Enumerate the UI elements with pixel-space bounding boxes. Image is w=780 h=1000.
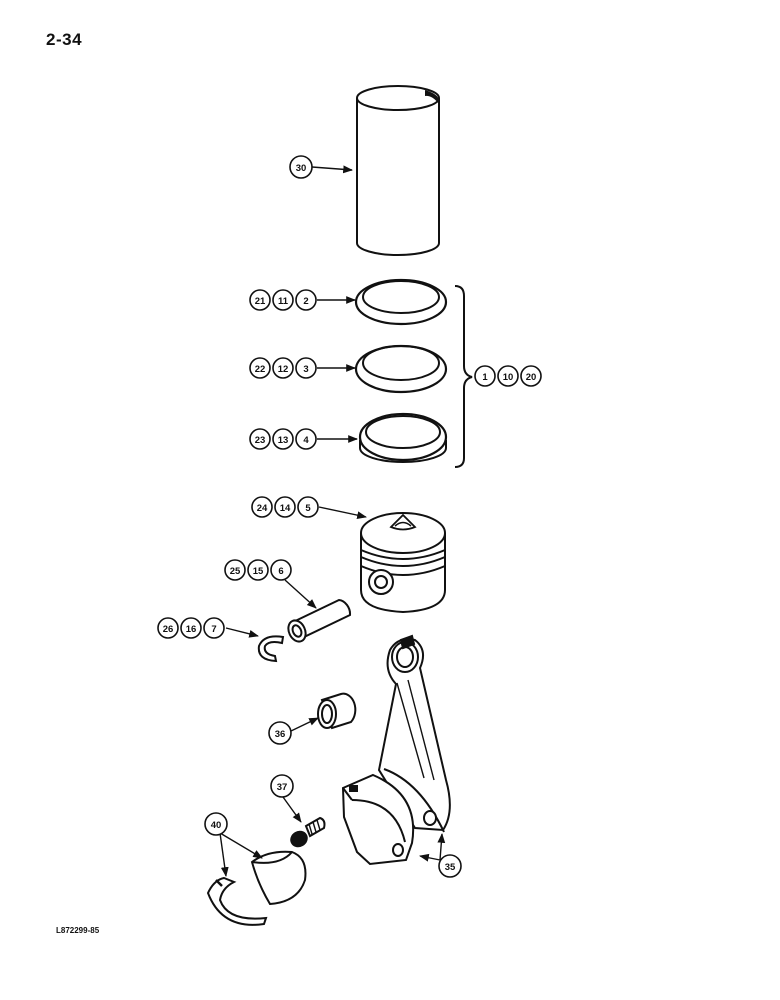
svg-text:6: 6 (278, 566, 283, 577)
callout-23: 23 (249, 428, 271, 450)
svg-text:4: 4 (303, 435, 309, 446)
svg-text:40: 40 (211, 820, 222, 831)
svg-text:22: 22 (255, 364, 266, 375)
callout-3: 3 (295, 357, 317, 379)
svg-text:2: 2 (303, 296, 308, 307)
svg-text:30: 30 (296, 163, 307, 174)
callout-20: 20 (520, 365, 542, 387)
callout-10: 10 (497, 365, 519, 387)
svg-text:21: 21 (255, 296, 266, 307)
reference-code: L872299-85 (56, 926, 100, 935)
svg-text:36: 36 (275, 729, 286, 740)
callout-26: 26 (157, 617, 179, 639)
leader-lines (219, 165, 446, 877)
callout-12: 12 (272, 357, 294, 379)
svg-text:10: 10 (503, 372, 514, 383)
rod-cap (341, 773, 415, 866)
callout-11: 11 (272, 289, 294, 311)
svg-text:7: 7 (211, 624, 216, 635)
piston-pin (287, 598, 352, 643)
page-number: 2-34 (46, 30, 83, 49)
svg-text:5: 5 (305, 503, 311, 514)
rod-bolt (290, 816, 326, 848)
svg-text:13: 13 (278, 435, 289, 446)
snap-ring (257, 635, 285, 663)
svg-text:35: 35 (445, 862, 456, 873)
svg-text:12: 12 (278, 364, 289, 375)
svg-text:14: 14 (280, 503, 291, 514)
bearing-shell-lower (206, 876, 268, 926)
svg-text:37: 37 (277, 782, 288, 793)
callout-2: 2 (295, 289, 317, 311)
piston-ring-oil (358, 412, 448, 463)
piston-ring-middle (354, 344, 448, 394)
svg-text:24: 24 (257, 503, 268, 514)
callout-14: 14 (274, 496, 296, 518)
callout-36: 36 (268, 721, 292, 745)
callout-13: 13 (272, 428, 294, 450)
callout-16: 16 (180, 617, 202, 639)
bearing-shell-upper (250, 850, 307, 906)
svg-text:15: 15 (253, 566, 264, 577)
callout-30: 30 (289, 155, 313, 179)
callout-25: 25 (224, 559, 246, 581)
svg-text:20: 20 (526, 372, 537, 383)
svg-text:11: 11 (278, 296, 289, 307)
callout-6: 6 (270, 559, 292, 581)
callout-37: 37 (270, 774, 294, 798)
callout-22: 22 (249, 357, 271, 379)
callout-40: 40 (204, 812, 228, 836)
callout-5: 5 (297, 496, 319, 518)
svg-text:1: 1 (482, 372, 488, 383)
svg-text:26: 26 (163, 624, 174, 635)
connecting-rod (377, 634, 451, 833)
svg-text:25: 25 (230, 566, 241, 577)
piston (360, 512, 446, 614)
ring-set-bracket (454, 285, 473, 468)
svg-text:23: 23 (255, 435, 266, 446)
callout-21: 21 (249, 289, 271, 311)
callout-15: 15 (247, 559, 269, 581)
callout-7: 7 (203, 617, 225, 639)
callout-1: 1 (474, 365, 496, 387)
callout-24: 24 (251, 496, 273, 518)
cylinder-liner (356, 85, 440, 256)
callout-35: 35 (438, 854, 462, 878)
pin-bushing (317, 692, 357, 730)
svg-text:16: 16 (186, 624, 197, 635)
callout-4: 4 (295, 428, 317, 450)
svg-text:3: 3 (303, 364, 308, 375)
piston-ring-top (354, 278, 448, 326)
